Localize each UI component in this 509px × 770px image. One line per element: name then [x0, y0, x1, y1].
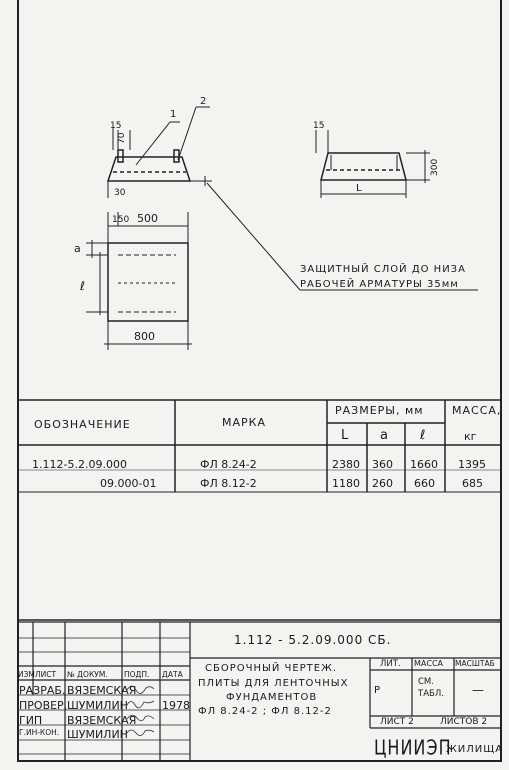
name-chief-engineer: ШУМИЛИН	[67, 728, 128, 741]
row-l: 1660	[410, 458, 438, 471]
name-developer: ВЯЗЕМСКАЯ	[67, 684, 137, 697]
signatures	[126, 685, 155, 736]
title-line-1: СБОРОЧНЫЙ ЧЕРТЕЖ.	[205, 663, 338, 674]
name-checker: ШУМИЛИН	[67, 699, 128, 712]
row-mark: ФЛ 8.24-2	[200, 458, 257, 471]
col-L-header: L	[341, 428, 349, 443]
row-l: 660	[414, 477, 435, 490]
scale-value: —	[472, 683, 484, 697]
dim-15-side: 15	[313, 121, 324, 131]
title-line-4: ФЛ 8.24-2 ; ФЛ 8.12-2	[198, 706, 332, 717]
name-gip: ВЯЗЕМСКАЯ	[67, 714, 137, 727]
callout-1: 1	[170, 109, 176, 120]
org-name: ЦНИИЭП	[374, 735, 452, 760]
col-sign: ПОДП.	[124, 670, 150, 679]
role-chief-engineer: Г.ИН-КОН.	[19, 728, 60, 737]
col-sizes-header: РАЗМЕРЫ, мм	[335, 404, 424, 417]
title-line-2: ПЛИТЫ ДЛЯ ЛЕНТОЧНЫХ	[198, 678, 349, 689]
dim-30: 30	[114, 188, 126, 198]
lit-label: ЛИТ.	[380, 659, 401, 669]
role-developer: РАЗРАБ.	[19, 684, 66, 697]
row-L: 1180	[332, 477, 360, 490]
dim-a: a	[74, 242, 81, 255]
row-designation: 09.000-01	[100, 477, 157, 490]
dim-15-top: 15	[110, 121, 121, 131]
slab-side-view	[315, 130, 430, 198]
dim-500: 500	[137, 212, 158, 225]
col-mass-unit: кг	[464, 430, 477, 443]
row-a: 260	[372, 477, 393, 490]
role-gip: ГИП	[19, 714, 43, 727]
title-block-grid	[17, 621, 502, 762]
drawing-area: 15 70 30 1 2 15 L 300 15	[74, 96, 478, 350]
sheets-total: ЛИСТОВ 2	[440, 717, 488, 727]
dim-70: 70	[117, 132, 127, 144]
col-doc: № ДОКУМ.	[67, 670, 108, 679]
org-suffix: ЖИЛИЩА	[446, 744, 504, 755]
dim-800: 800	[134, 330, 155, 343]
callout-2: 2	[200, 96, 206, 107]
col-date: ДАТА	[162, 670, 183, 679]
col-mass-header: МАССА,	[452, 404, 502, 417]
col-designation-header: ОБОЗНАЧЕНИЕ	[34, 418, 131, 431]
row-mark: ФЛ 8.12-2	[200, 477, 257, 490]
col-izm: ИЗМ	[18, 670, 35, 679]
row-L: 2380	[332, 458, 360, 471]
scale-label: МАСШТАБ	[455, 659, 495, 668]
sheet-number: ЛИСТ 2	[380, 717, 414, 727]
row-a: 360	[372, 458, 393, 471]
date-checker: 1978	[162, 699, 190, 712]
spec-table-grid	[17, 399, 502, 621]
slab-plan-view	[86, 212, 192, 350]
row-mass: 1395	[458, 458, 486, 471]
role-checker: ПРОВЕР.	[19, 699, 68, 712]
row-mass: 685	[462, 477, 483, 490]
col-mark-header: МАРКА	[222, 416, 266, 429]
mass-value: СМ. ТАБЛ.	[418, 677, 444, 699]
dim-l: ℓ	[79, 279, 85, 293]
note-line-2: РАБОЧЕЙ АРМАТУРЫ 35мм	[300, 277, 459, 290]
col-l-header: ℓ	[420, 428, 426, 443]
col-list: ЛИСТ	[35, 670, 57, 679]
col-a-header: a	[380, 428, 388, 443]
drawing-frame	[17, 0, 502, 762]
lit-value: Р	[374, 685, 381, 696]
row-designation: 1.112-5.2.09.000	[32, 458, 127, 471]
note-line-1: ЗАЩИТНЫЙ СЛОЙ ДО НИЗА	[300, 262, 466, 275]
slab-section-view	[106, 106, 478, 291]
dim-L: L	[356, 183, 362, 194]
mass-label: МАССА	[414, 659, 444, 668]
dim-300: 300	[430, 159, 440, 176]
title-line-3: ФУНДАМЕНТОВ	[226, 692, 318, 703]
dim-150: 150	[112, 215, 129, 225]
doc-number: 1.112 - 5.2.09.000 СБ.	[234, 633, 392, 647]
